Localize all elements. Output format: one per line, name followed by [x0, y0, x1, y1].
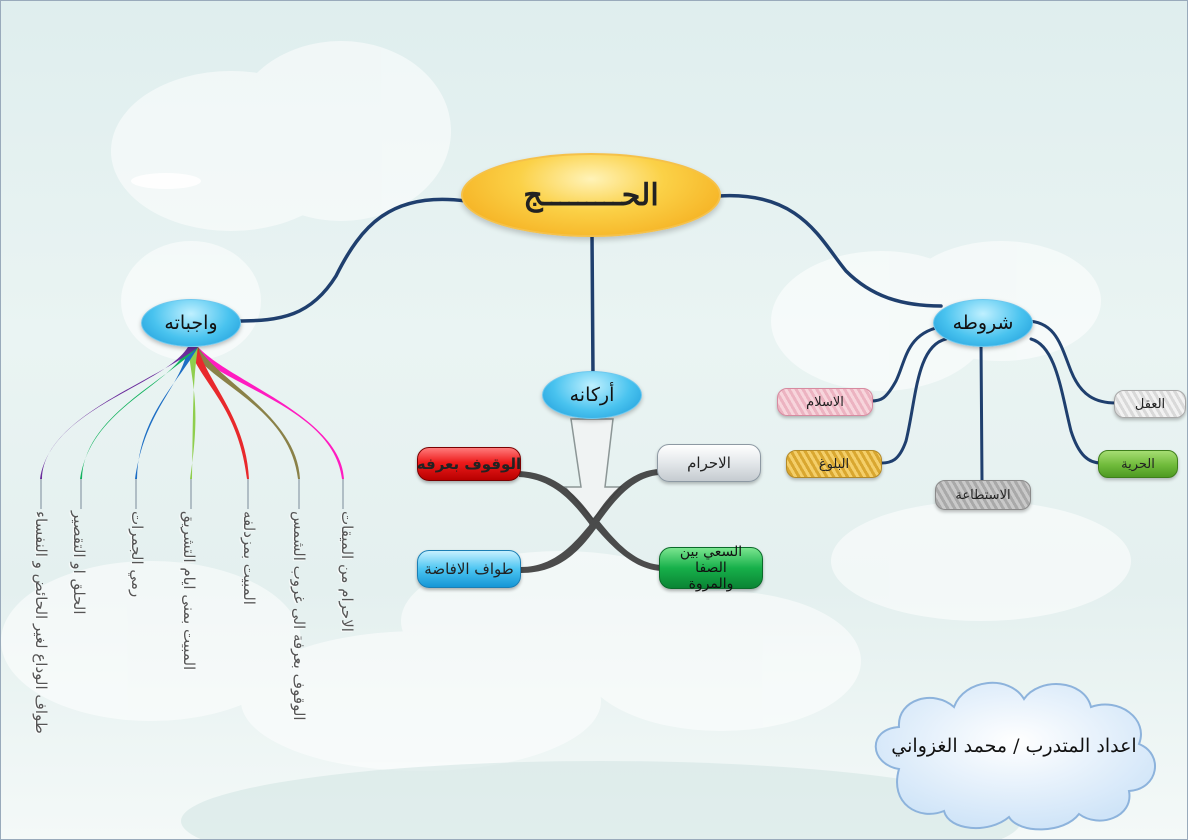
wajibat-item: طواف الوداع لغير الحائض و النفساء [32, 511, 50, 734]
shurut-item-istitaa[interactable]: الاستطاعة [935, 480, 1031, 510]
wajibat-item: الحلق او التقصير [70, 511, 88, 615]
connector-shurut-hurriya [1029, 337, 1103, 465]
shurut-item-bulugh[interactable]: البلوغ [786, 450, 882, 478]
shurut-item-aql[interactable]: العقل [1114, 390, 1186, 418]
shurut-item-istitaa-label: الاستطاعة [955, 487, 1011, 503]
connector-shurut-bulugh [879, 337, 948, 465]
connector-shurut-islam [869, 324, 948, 403]
wajibat-item: المبيت بمنى ايام التشريق [180, 511, 198, 671]
arkan-item-sai-label: السعي بين الصفا والمروة [679, 544, 743, 592]
shurut-item-islam[interactable]: الاسلام [777, 388, 873, 416]
credit-cloud [874, 681, 1156, 831]
wajibat-item: الاحرام من الميقات [338, 511, 356, 632]
arkan-item-ifadah-label: طواف الافاضة [424, 560, 514, 578]
arkan-curve-sai [593, 521, 661, 571]
branch-wajibat-label: واجباته [164, 312, 218, 334]
arkan-curve-ihram [589, 469, 659, 528]
credit-text: اعداد المتدرب / محمد الغزواني [891, 735, 1137, 757]
shurut-item-hurriya[interactable]: الحرية [1098, 450, 1178, 478]
shurut-item-aql-label: العقل [1134, 396, 1166, 412]
wajibat-curves [40, 347, 344, 479]
arkan-item-ihram[interactable]: الاحرام [657, 444, 761, 482]
arkan-curve-ifadah [521, 523, 597, 573]
wajibat-curve [80, 347, 198, 479]
arkan-item-wuquf-label: الوقوف بعرفه [416, 455, 522, 473]
wajibat-item: المبيت بمزدلفه [240, 511, 258, 605]
wajibat-item: الوقوف بعرفة الى غروب الشمس [290, 511, 308, 721]
branch-shurut-node[interactable]: شروطه [933, 299, 1033, 347]
branch-wajibat-node[interactable]: واجباته [141, 299, 241, 347]
shurut-item-bulugh-label: البلوغ [818, 456, 850, 472]
connector-shurut-aql [1024, 319, 1118, 405]
arkan-item-wuquf[interactable]: الوقوف بعرفه [417, 447, 521, 481]
shurut-item-islam-label: الاسلام [806, 394, 844, 410]
connector-shurut-istitaa [979, 339, 984, 483]
wajibat-curve [188, 347, 198, 479]
central-topic-label: الحـــــــــج [523, 177, 659, 213]
shurut-item-hurriya-label: الحرية [1121, 456, 1155, 472]
central-topic-node[interactable]: الحـــــــــج [461, 153, 721, 237]
connector-central-arkan [590, 231, 595, 378]
arkan-item-ihram-label: الاحرام [687, 454, 731, 472]
arkan-item-sai[interactable]: السعي بين الصفا والمروة [659, 544, 763, 592]
branch-arkan-label: أركانه [569, 384, 615, 406]
branch-shurut-label: شروطه [952, 312, 1014, 334]
wajibat-item: رمي الجمرات [128, 511, 146, 598]
arkan-item-ifadah[interactable]: طواف الافاضة [417, 550, 521, 588]
wajibat-curve [135, 347, 198, 479]
connector-central-shurut [717, 193, 943, 308]
branch-arkan-node[interactable]: أركانه [542, 371, 642, 419]
connector-central-wajibat [235, 197, 468, 323]
